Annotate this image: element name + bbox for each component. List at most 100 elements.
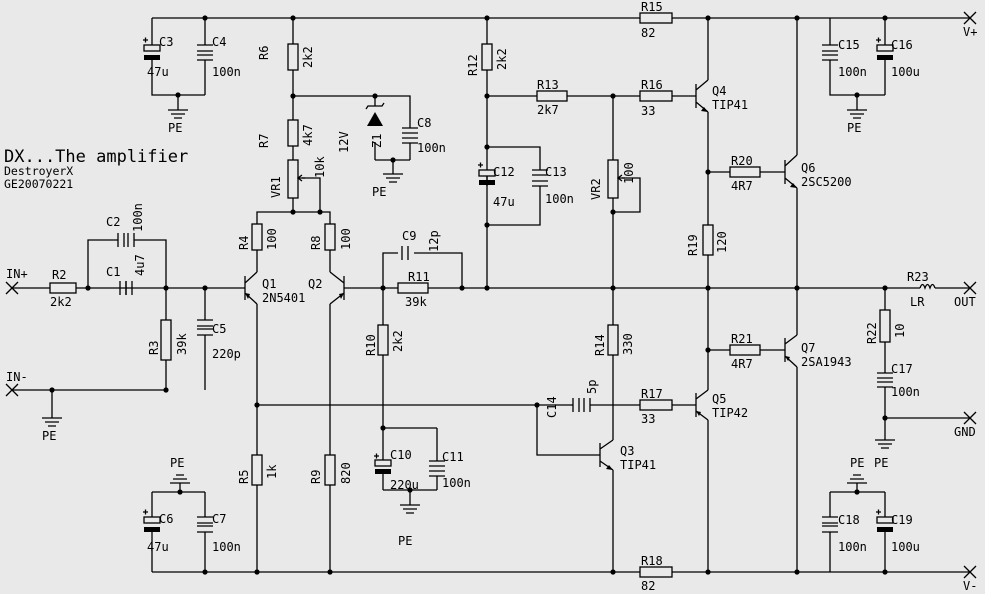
value-c4: 100n <box>212 65 241 79</box>
label-r16: R16 <box>641 78 663 92</box>
value-q1: 2N5401 <box>262 291 305 305</box>
ground-label: PE <box>398 534 412 548</box>
value-r15: 82 <box>641 26 655 40</box>
label-c13: C13 <box>545 165 567 179</box>
value-r7: 4k7 <box>301 124 315 146</box>
value-r22: 10 <box>893 324 907 338</box>
label-r20: R20 <box>731 154 753 168</box>
label-c4: C4 <box>212 35 226 49</box>
label-c3: C3 <box>159 35 173 49</box>
resistors <box>49 12 936 578</box>
label-r5: R5 <box>237 470 251 484</box>
value-r23: LR <box>910 295 925 309</box>
label-c9: C9 <box>402 229 416 243</box>
label-r12: R12 <box>466 54 480 76</box>
wires <box>12 17 970 573</box>
ground-label: PE <box>170 456 184 470</box>
value-q4: TIP41 <box>712 98 748 112</box>
value-c19: 100u <box>891 540 920 554</box>
label-q1: Q1 <box>262 277 276 291</box>
terminal-v-minus: V- <box>963 579 977 593</box>
label-vr2: VR2 <box>589 178 603 200</box>
zener-z1 <box>365 102 385 126</box>
transistors <box>242 79 798 471</box>
label-r10: R10 <box>364 334 378 356</box>
value-c10: 220u <box>390 478 419 492</box>
value-c12: 47u <box>493 195 515 209</box>
value-c11: 100n <box>442 476 471 490</box>
label-r14: R14 <box>593 334 607 356</box>
label-q4: Q4 <box>712 84 726 98</box>
label-z1: Z1 <box>370 134 384 148</box>
capacitors <box>117 37 894 533</box>
terminal-out: OUT <box>954 295 976 309</box>
value-r10: 2k2 <box>391 330 405 352</box>
label-c7: C7 <box>212 512 226 526</box>
value-q6: 2SC5200 <box>801 175 852 189</box>
label-c12: C12 <box>493 165 515 179</box>
value-c14: 5p <box>585 380 599 394</box>
value-c16: 100u <box>891 65 920 79</box>
value-c15: 100n <box>838 65 867 79</box>
value-c3: 47u <box>147 65 169 79</box>
ground-label: PE <box>850 456 864 470</box>
value-r2: 2k2 <box>50 295 72 309</box>
value-r9: 820 <box>339 462 353 484</box>
label-c5: C5 <box>212 322 226 336</box>
label-vr1: VR1 <box>269 176 283 198</box>
label-c19: C19 <box>891 513 913 527</box>
value-r18: 82 <box>641 579 655 593</box>
terminal-marks <box>5 11 977 579</box>
label-r15: R15 <box>641 0 663 14</box>
value-r3: 39k <box>175 333 189 355</box>
terminal-v-plus: V+ <box>963 25 977 39</box>
label-r3: R3 <box>147 341 161 355</box>
value-z1: 12V <box>337 131 351 153</box>
value-r19: 120 <box>715 231 729 253</box>
label-q7: Q7 <box>801 341 815 355</box>
terminal-in-minus: IN- <box>6 370 28 384</box>
label-r23: R23 <box>907 270 929 284</box>
label-c14: C14 <box>545 396 559 418</box>
value-c18: 100n <box>838 540 867 554</box>
value-q3: TIP41 <box>620 458 656 472</box>
ground-label: PE <box>874 456 888 470</box>
label-c6: C6 <box>159 512 173 526</box>
value-c13: 100n <box>545 192 574 206</box>
value-c8: 100n <box>417 141 446 155</box>
value-r21: 4R7 <box>731 357 753 371</box>
value-c5: 220p <box>212 347 241 361</box>
value-c6: 47u <box>147 540 169 554</box>
value-c17: 100n <box>891 385 920 399</box>
value-r17: 33 <box>641 412 655 426</box>
label-r18: R18 <box>641 554 663 568</box>
label-c16: C16 <box>891 38 913 52</box>
value-r16: 33 <box>641 104 655 118</box>
ground-label: PE <box>847 121 861 135</box>
junction-dots <box>49 15 888 575</box>
value-r11: 39k <box>405 295 427 309</box>
label-q5: Q5 <box>712 392 726 406</box>
label-r13: R13 <box>537 78 559 92</box>
rotated-labels: R6 2k2 R7 4k7 VR1 10k R4 100 R8 100 R5 1… <box>131 46 907 484</box>
label-r9: R9 <box>309 470 323 484</box>
value-r5: 1k <box>265 464 279 479</box>
label-c11: C11 <box>442 450 464 464</box>
ground-symbols <box>42 109 895 514</box>
label-r17: R17 <box>641 387 663 401</box>
label-q3: Q3 <box>620 444 634 458</box>
label-c8: C8 <box>417 116 431 130</box>
title-line1: DX...The amplifier <box>4 147 188 167</box>
label-r22: R22 <box>865 322 879 344</box>
label-r6: R6 <box>257 46 271 60</box>
title-line2: DestroyerX <box>4 164 73 178</box>
value-r4: 100 <box>265 228 279 250</box>
label-r4: R4 <box>237 236 251 250</box>
value-q5: TIP42 <box>712 406 748 420</box>
value-r20: 4R7 <box>731 179 753 193</box>
value-c7: 100n <box>212 540 241 554</box>
label-q2: Q2 <box>308 277 322 291</box>
ground-label: PE <box>168 121 182 135</box>
label-q6: Q6 <box>801 161 815 175</box>
